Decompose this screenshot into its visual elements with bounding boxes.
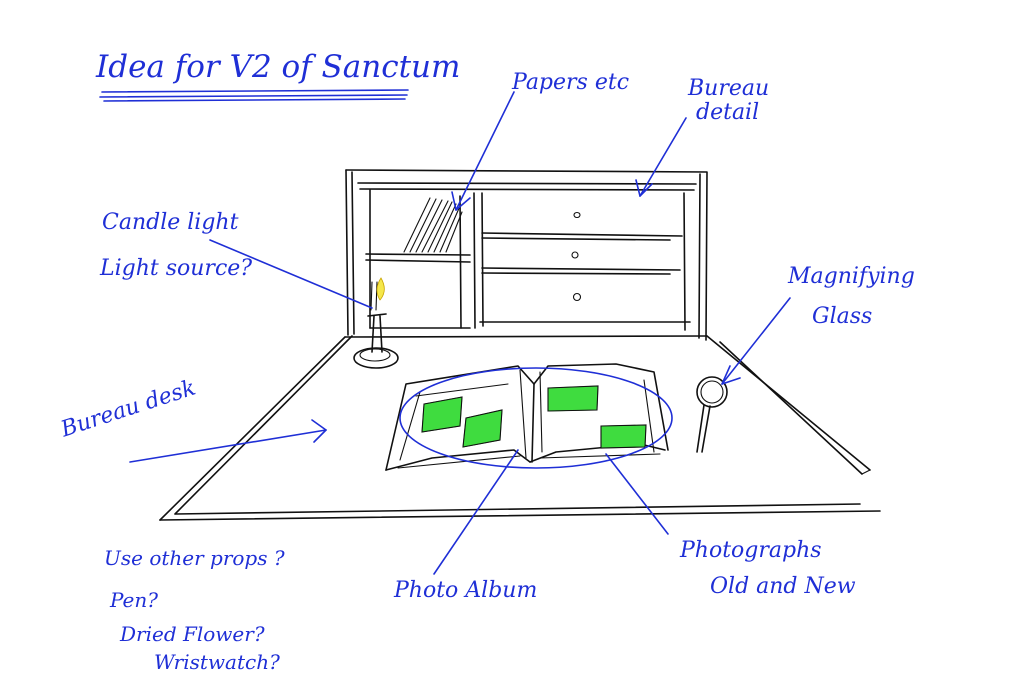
bureau-detail-pointer (639, 117, 687, 197)
papers-pointer (455, 91, 515, 211)
annotation-arrows (129, 91, 791, 575)
magnifying-label-2: Glass (812, 304, 873, 329)
photographs-label-2: Old and New (710, 574, 856, 599)
photographs (421, 385, 647, 449)
album-circle (399, 367, 673, 469)
photo-album-label: Photo Album (394, 578, 538, 603)
photographs-label-1: Photographs (680, 538, 822, 563)
album-pointer (433, 449, 519, 575)
candle-pointer (209, 239, 373, 309)
sketch-title: Idea for V2 of Sanctum (96, 49, 461, 85)
title-underline (99, 89, 409, 102)
drawer-knobs (571, 211, 582, 302)
bureau-detail-label-2: detail (696, 100, 760, 125)
magnifying-label-1: Magnifying (788, 264, 915, 289)
desk-arrowhead (311, 419, 327, 443)
desk-pointer (129, 429, 327, 463)
photo-album (385, 363, 669, 471)
props-label-3: Dried Flower? (120, 622, 265, 646)
candle (353, 277, 399, 369)
candle-label-1: Candle light (102, 210, 239, 235)
bureau-desk (159, 335, 881, 521)
photographs-pointer (605, 453, 669, 535)
bureau-detail-arrowhead (635, 179, 653, 197)
candle-label-2: Light source? (100, 256, 253, 281)
magnifier-arrowhead (721, 365, 741, 385)
props-label-2: Pen? (110, 588, 158, 612)
papers-arrowhead (451, 191, 471, 211)
magnifier-pointer (721, 297, 791, 385)
bureau-detail-label-1: Bureau (688, 76, 770, 101)
books (403, 197, 463, 253)
bureau-cabinet (345, 169, 708, 341)
props-label-1: Use other props ? (104, 546, 285, 570)
props-label-4: Wristwatch? (154, 650, 280, 674)
magnifying-glass (696, 376, 728, 453)
papers-label: Papers etc (512, 70, 630, 95)
